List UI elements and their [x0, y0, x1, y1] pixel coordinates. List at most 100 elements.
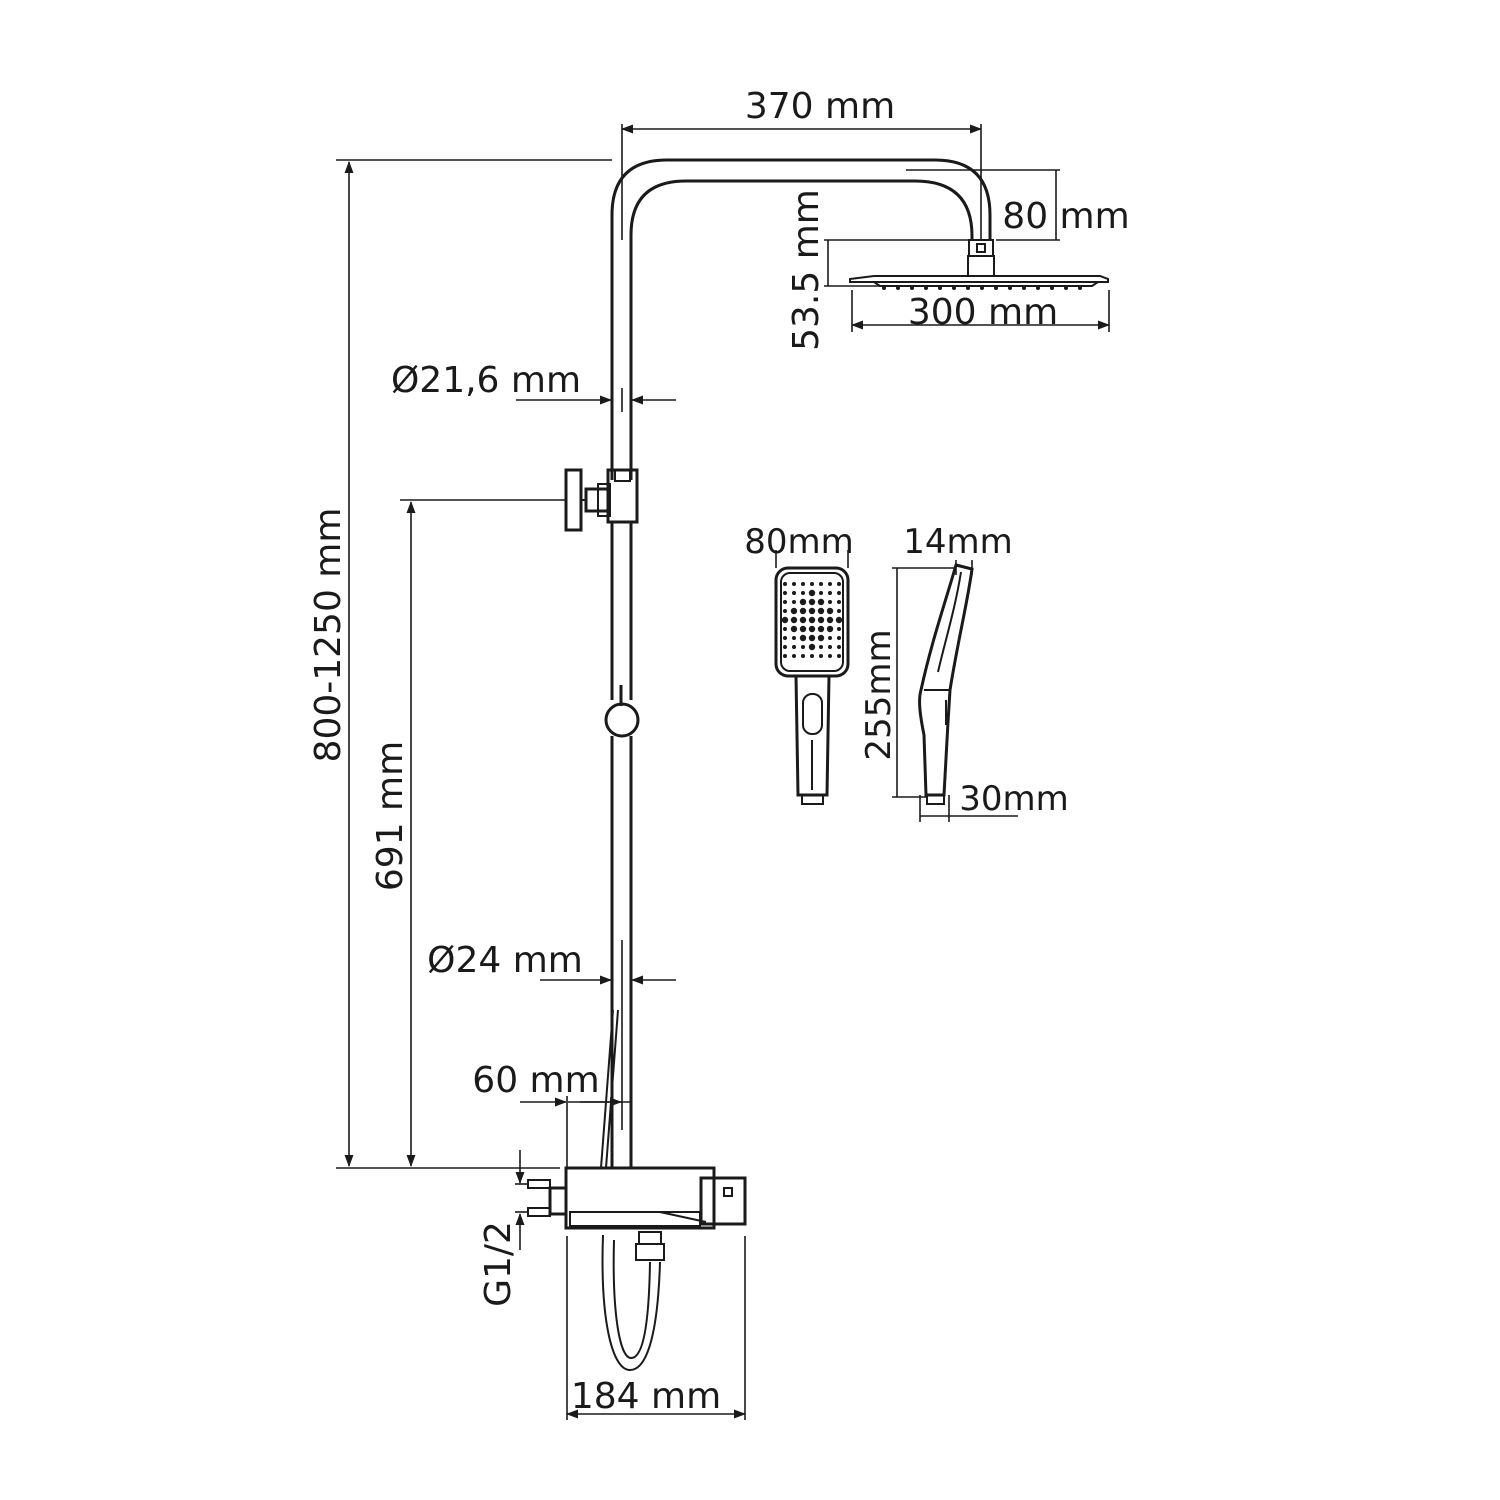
nozzle-dot: [837, 645, 841, 649]
dim-pipe-offset: 60 mm: [472, 1060, 630, 1168]
nozzle-dot: [801, 582, 805, 586]
nozzle-dot: [792, 654, 796, 658]
head-nozzle: [994, 286, 998, 290]
nozzle-dot: [799, 598, 807, 606]
dim-mixer-width: 184 mm: [566, 1236, 746, 1420]
dim-hand-shower-width: 80mm: [744, 522, 854, 568]
hand-shower-side: [918, 563, 974, 805]
label-head-width: 300 mm: [908, 292, 1058, 333]
head-nozzle: [1064, 286, 1068, 290]
label-holder-height: 691 mm: [370, 741, 411, 891]
nozzle-dot: [783, 609, 787, 613]
nozzle-dot: [817, 607, 825, 615]
nozzle-dot: [828, 582, 832, 586]
nozzle-dot: [828, 591, 832, 595]
head-nozzle: [882, 286, 886, 290]
label-upper-pipe-diameter: Ø21,6 mm: [391, 360, 581, 401]
nozzle-dot: [819, 591, 823, 595]
dim-arm-width: 370 mm: [621, 86, 982, 240]
label-arm-drop: 80 mm: [1002, 196, 1129, 237]
label-hand-shower-width: 80mm: [744, 522, 854, 562]
label-arm-width: 370 mm: [745, 86, 895, 127]
nozzle-dot: [783, 582, 787, 586]
head-nozzle: [924, 286, 928, 290]
head-nozzle: [1050, 286, 1054, 290]
nozzle-dot: [783, 645, 787, 649]
thermostatic-mixer: [527, 1166, 747, 1230]
nozzle-dot: [792, 600, 796, 604]
dim-hand-shower-thickness: 14mm: [903, 522, 1013, 575]
nozzle-dot: [808, 625, 816, 633]
nozzle-dot: [828, 654, 832, 658]
nozzle-dot: [837, 654, 841, 658]
hand-shower-holder: [564, 468, 639, 532]
dim-arm-drop: 80 mm: [906, 169, 1130, 241]
nozzle-dot: [792, 591, 796, 595]
nozzle-dot: [783, 654, 787, 658]
label-lower-pipe-diameter: Ø24 mm: [427, 940, 583, 981]
nozzle-dot: [837, 582, 841, 586]
dim-head-height: 53.5 mm: [786, 189, 968, 351]
head-nozzle: [966, 286, 970, 290]
nozzle-dot: [828, 600, 832, 604]
nozzle-dot: [828, 645, 832, 649]
nozzle-dot: [835, 616, 843, 624]
nozzle-dot: [828, 636, 832, 640]
nozzle-dot: [801, 591, 805, 595]
nozzle-dot: [792, 645, 796, 649]
label-inlet-thread: G1/2: [478, 1221, 519, 1307]
nozzle-dot: [817, 634, 825, 642]
nozzle-dot: [819, 654, 823, 658]
shower-arm: [610, 158, 992, 480]
label-total-height: 800-1250 mm: [308, 508, 349, 763]
nozzle-dot: [837, 627, 841, 631]
upper-pipe: [610, 522, 633, 700]
nozzle-dot: [799, 634, 807, 642]
hose-outlet: [635, 1231, 665, 1261]
dim-inlet-thread: G1/2: [478, 1150, 528, 1307]
nozzle-dot: [837, 609, 841, 613]
shower-head-connector: [967, 239, 995, 277]
dim-upper-pipe-diameter: Ø21,6 mm: [391, 360, 676, 412]
head-nozzle: [896, 286, 900, 290]
label-head-height: 53.5 mm: [786, 189, 827, 351]
nozzle-dot: [810, 582, 814, 586]
nozzle-dot: [783, 591, 787, 595]
nozzle-dot: [837, 591, 841, 595]
label-mixer-width: 184 mm: [571, 1376, 721, 1417]
nozzle-dot: [808, 616, 816, 624]
nozzle-dot: [808, 589, 816, 597]
nozzle-dot: [837, 636, 841, 640]
nozzle-dot: [783, 600, 787, 604]
dim-hand-shower-handle: 30mm: [919, 779, 1069, 822]
nozzle-dot: [781, 616, 789, 624]
hand-shower-front: [774, 566, 850, 805]
label-hand-shower-length: 255mm: [859, 629, 899, 760]
nozzle-dot: [817, 616, 825, 624]
nozzle-dot: [808, 634, 816, 642]
nozzle-dot: [817, 598, 825, 606]
inlet-connector-top: [527, 1179, 551, 1189]
nozzle-dot: [790, 616, 798, 624]
hose-loop: [601, 1234, 661, 1372]
nozzle-dot: [801, 654, 805, 658]
head-nozzle: [1036, 286, 1040, 290]
nozzle-dot: [819, 582, 823, 586]
nozzle-dot: [808, 598, 816, 606]
nozzle-dot: [790, 625, 798, 633]
label-hand-shower-handle: 30mm: [959, 779, 1069, 819]
inlet-connector-bottom: [527, 1207, 551, 1217]
nozzle-dot: [790, 607, 798, 615]
nozzle-dot: [799, 625, 807, 633]
nozzle-dot: [810, 654, 814, 658]
nozzle-dot: [801, 645, 805, 649]
dim-total-height: 800-1250 mm: [308, 159, 612, 1169]
nozzle-dot: [826, 616, 834, 624]
head-nozzle: [1008, 286, 1012, 290]
nozzle-dot: [826, 607, 834, 615]
label-pipe-offset: 60 mm: [472, 1060, 599, 1101]
head-nozzle: [1078, 286, 1082, 290]
head-nozzle: [980, 286, 984, 290]
dim-hand-shower-length: 255mm: [859, 567, 956, 798]
